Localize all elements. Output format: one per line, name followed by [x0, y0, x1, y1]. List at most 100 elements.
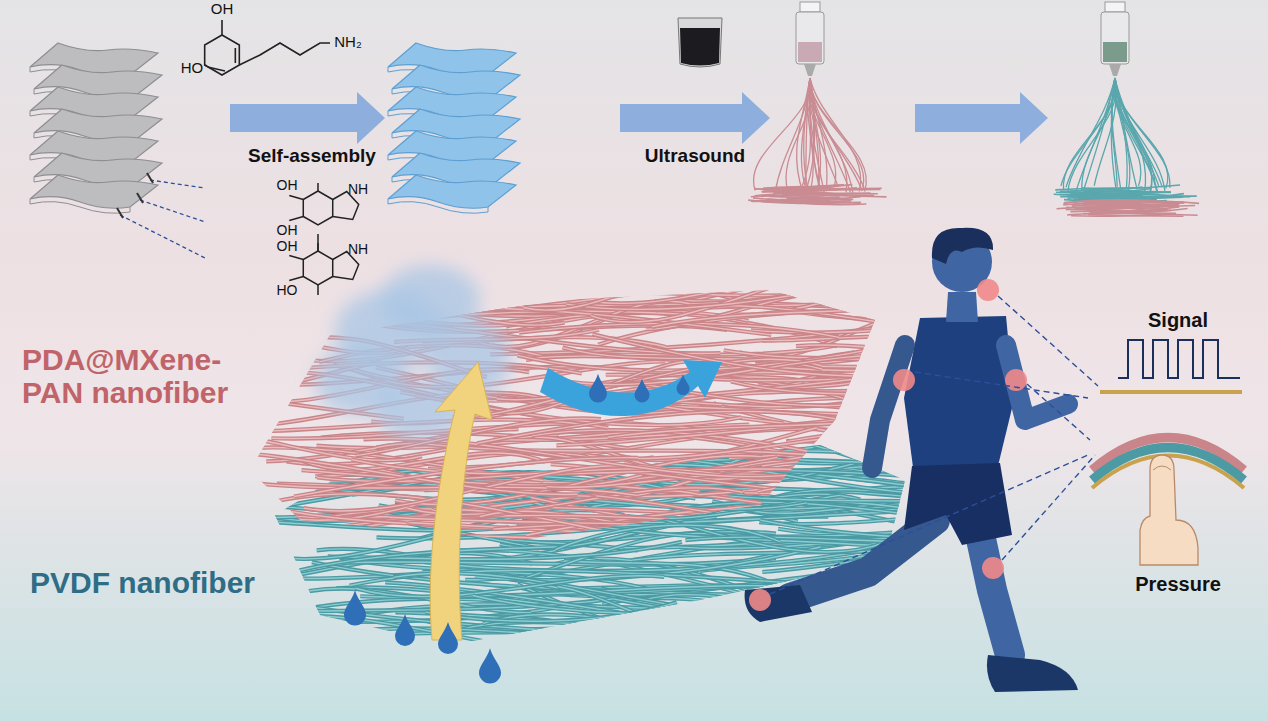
sheet-ticks — [117, 173, 153, 218]
needle — [804, 64, 816, 76]
plunger — [800, 2, 820, 12]
fiber-highlight — [186, 451, 577, 495]
neck — [946, 292, 978, 322]
beaker-glass — [678, 18, 722, 67]
bond — [289, 277, 303, 281]
fiber — [313, 533, 736, 562]
mat-fiber — [761, 189, 846, 192]
fiber-highlight — [426, 602, 677, 621]
runner — [745, 228, 1078, 692]
leader-line — [1027, 384, 1090, 440]
bond — [221, 20, 223, 35]
fiber-highlight — [326, 528, 667, 549]
fiber-highlight — [193, 483, 406, 524]
sheet-edge — [30, 199, 130, 213]
fiber-highlight — [251, 595, 681, 639]
bond — [289, 217, 303, 221]
water-drop — [479, 648, 501, 683]
hydrogen-bonds — [120, 180, 205, 258]
shoe — [987, 655, 1078, 692]
chem-label: OH — [211, 1, 234, 18]
fiber — [555, 355, 928, 385]
electrospinning — [748, 2, 886, 205]
fiber — [186, 451, 577, 495]
process-arrow — [915, 92, 1048, 144]
fiber-highlight — [595, 268, 912, 304]
nail — [1153, 466, 1171, 470]
beaker — [678, 18, 722, 67]
bond — [317, 285, 319, 295]
solution — [1103, 42, 1127, 62]
jet-fiber — [786, 78, 811, 191]
leader-lines — [770, 296, 1098, 594]
mat-fiber — [1082, 185, 1180, 189]
jet-fiber — [810, 78, 862, 191]
molecule — [205, 20, 330, 75]
fiber-highlight — [524, 263, 775, 310]
jet-fiber — [1115, 78, 1162, 187]
chem-label: NH₂ — [334, 34, 362, 51]
dashed-line — [120, 215, 205, 258]
fiber — [477, 411, 840, 443]
chem-label: HO — [181, 60, 204, 77]
fiber-highlight — [477, 411, 840, 443]
layer-label: PDA@MXene- PAN nanofiber — [22, 343, 250, 409]
bond — [235, 48, 237, 63]
leader-line — [915, 372, 1088, 398]
jet-fiber — [810, 78, 847, 192]
pressure-label: Pressure — [1135, 573, 1221, 595]
bond — [208, 67, 225, 71]
jet-fiber — [1115, 78, 1170, 188]
fiber-highlight — [498, 291, 849, 295]
step-label: Self-assembly — [248, 146, 376, 167]
fiber-highlight — [640, 523, 1095, 539]
fiber-highlight — [222, 639, 462, 662]
tick — [147, 173, 153, 183]
square-wave — [1118, 340, 1240, 378]
jet-fiber — [809, 78, 836, 187]
fiber-highlight — [215, 527, 582, 559]
sensor-dot — [977, 279, 999, 301]
fiber-highlight — [473, 595, 787, 620]
fiber-highlight — [603, 623, 958, 674]
fiber — [588, 432, 948, 459]
pda-mxene-sheets — [388, 43, 520, 213]
bond — [317, 234, 319, 251]
signal — [1092, 340, 1244, 565]
water-drop — [344, 590, 366, 625]
fiber — [466, 622, 859, 644]
jet-fiber — [810, 78, 821, 192]
chem-label: NH — [348, 242, 368, 257]
mat-fiber — [1091, 208, 1187, 212]
electrode — [1100, 390, 1242, 394]
layer-label: PVDF nanofiber — [30, 566, 255, 599]
mat-fiber — [1067, 192, 1137, 195]
process-arrow — [620, 92, 770, 144]
fiber — [694, 635, 1094, 660]
syringe-barrel — [796, 12, 824, 64]
fiber — [584, 640, 889, 679]
water-drop — [589, 374, 607, 403]
jet-fiber — [1066, 78, 1115, 187]
jet-fiber — [1061, 78, 1115, 186]
water-drop — [395, 614, 415, 646]
chem-label: OH — [277, 239, 298, 254]
electrospinning — [1054, 2, 1199, 216]
heat-arrow — [430, 362, 492, 640]
jet-fiber — [1115, 78, 1165, 191]
tick — [137, 193, 143, 203]
chem-label: OH — [277, 223, 298, 238]
solution — [798, 42, 822, 62]
shoe — [745, 585, 812, 622]
fiber-highlight — [555, 355, 928, 385]
chem-label: HO — [277, 283, 298, 298]
fiber-highlight — [566, 273, 919, 309]
water-drop — [438, 622, 458, 654]
fiber — [601, 535, 831, 571]
dashed-line — [150, 180, 205, 188]
fiber-highlight — [694, 635, 1094, 660]
fiber-highlight — [584, 640, 889, 679]
mat-fiber — [1060, 196, 1149, 198]
